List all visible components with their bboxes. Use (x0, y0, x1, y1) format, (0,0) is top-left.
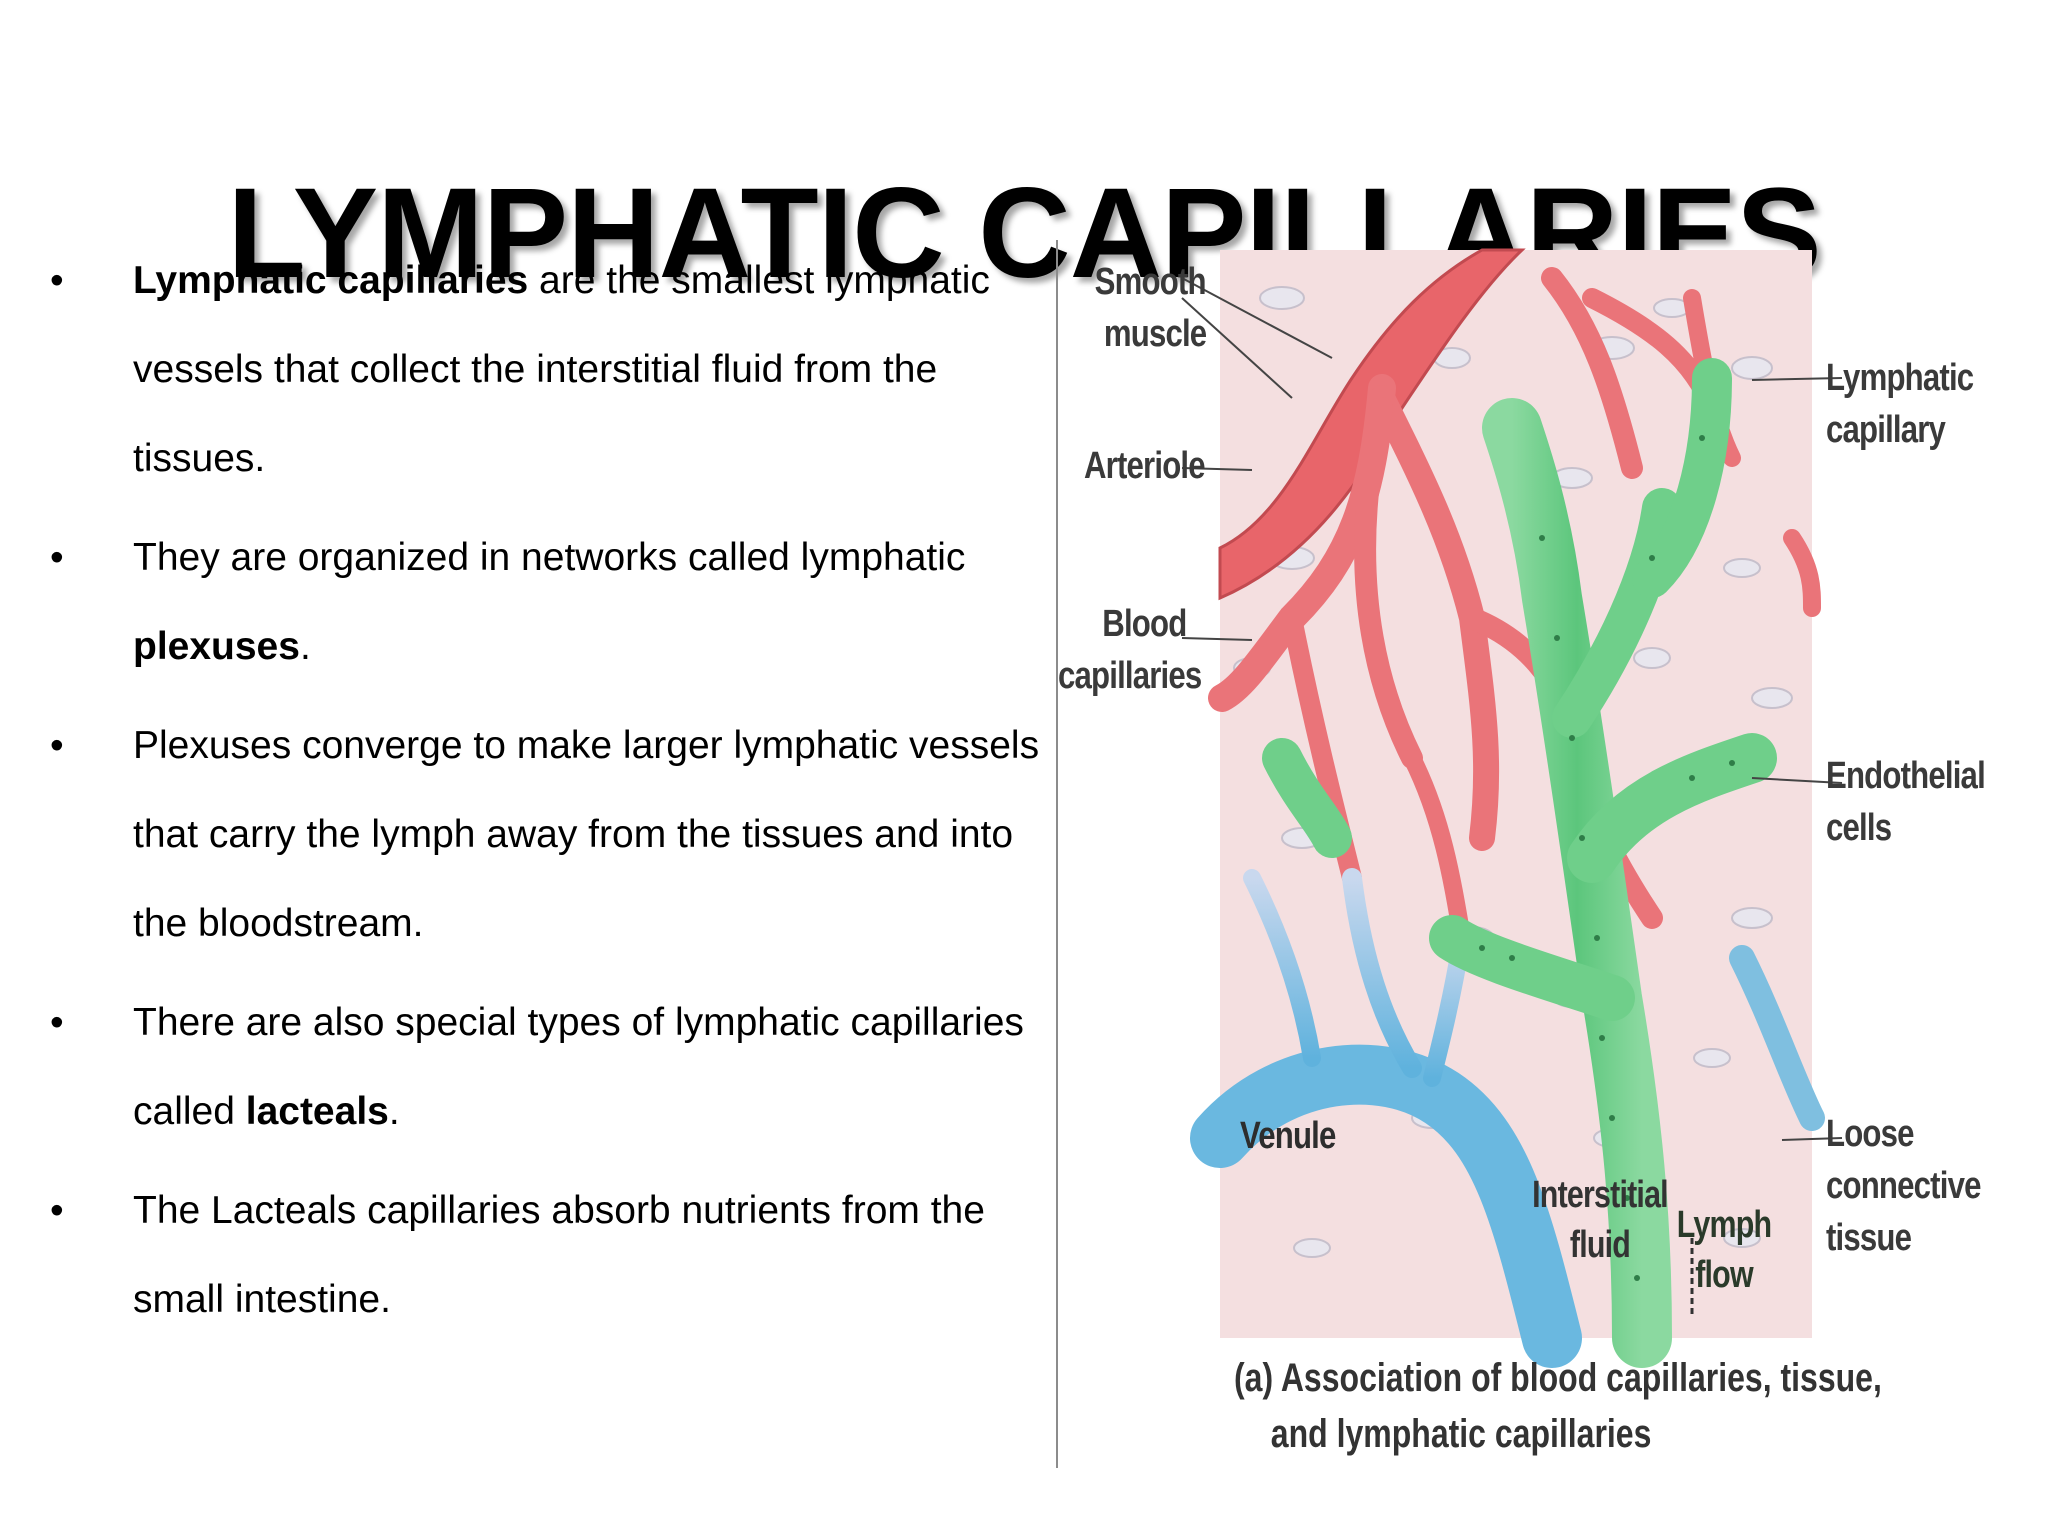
bullet-marker: • (50, 1001, 64, 1044)
bullet-item: • Plexuses converge to make larger lymph… (50, 701, 1040, 968)
label-line: Lymphatic (1826, 357, 1974, 399)
label-line: Endothelial (1826, 755, 1986, 797)
bullet-text: . (388, 1090, 400, 1133)
bullet-text: The Lacteals capillaries absorb nutrient… (133, 1189, 985, 1321)
bullet-marker: • (50, 1189, 64, 1232)
label-line: Arteriole (1084, 445, 1206, 487)
bullet-marker: • (50, 259, 64, 302)
bullet-text: are the smallest lymphatic vessels that … (133, 259, 990, 480)
bullet-marker: • (50, 724, 64, 767)
caption-line: (a) Association of blood capillaries, ti… (1234, 1356, 1882, 1400)
label-line: flow (1695, 1254, 1753, 1296)
label-line: muscle (1103, 313, 1207, 355)
label-leader-lines (1181, 277, 1843, 1141)
bullet-item: • Lymphatic capillaries are the smallest… (50, 236, 1040, 503)
bullet-text: Plexuses converge to make larger lymphat… (133, 724, 1040, 945)
label-interstitial-fluid: Interstitial fluid (1520, 1170, 1680, 1270)
label-smooth-muscle: Smooth muscle (1094, 256, 1208, 360)
figure-caption: (a) Association of blood capillaries, ti… (1234, 1350, 1882, 1462)
label-endothelial-cells: Endothelial cells (1826, 750, 1986, 854)
label-line: Blood (1102, 603, 1187, 645)
label-blood-capillaries: Blood capillaries (1058, 598, 1202, 702)
bullet-text: There are also special types of lymphati… (133, 1001, 1024, 1133)
label-venule: Venule (1240, 1110, 1336, 1162)
lymphatic-capillary-vessel (1262, 358, 1777, 1368)
label-loose-connective-tissue: Loose connective tissue (1826, 1108, 1981, 1264)
label-line: cells (1826, 807, 1892, 849)
label-line: fluid (1569, 1224, 1631, 1266)
bullet-bold-text: Lymphatic capillaries (133, 259, 529, 302)
lymphatic-diagram-illustration (1056, 240, 1843, 1468)
bullet-item: • The Lacteals capillaries absorb nutrie… (50, 1166, 1040, 1344)
label-line: connective (1826, 1165, 1981, 1207)
bullet-bold-text: plexuses (133, 625, 300, 668)
label-line: capillaries (1058, 655, 1202, 697)
label-line: Venule (1240, 1115, 1336, 1157)
label-line: Smooth (1094, 261, 1207, 303)
label-line: Loose (1826, 1113, 1914, 1155)
bullet-list: • Lymphatic capillaries are the smallest… (50, 236, 1040, 1354)
label-arteriole: Arteriole (1084, 440, 1206, 492)
bullet-bold-text: lacteals (245, 1090, 389, 1133)
label-line: capillary (1826, 409, 1946, 451)
endothelial-dots (1479, 435, 1735, 1281)
bullet-item: • They are organized in networks called … (50, 513, 1040, 691)
bullet-marker: • (50, 536, 64, 579)
label-lymphatic-capillary: Lymphatic capillary (1826, 352, 1974, 456)
label-line: Lymph (1676, 1204, 1772, 1246)
label-line: Interstitial (1532, 1174, 1668, 1216)
bullet-item: • There are also special types of lympha… (50, 978, 1040, 1156)
label-line: tissue (1826, 1217, 1912, 1259)
caption-line: and lymphatic capillaries (1270, 1412, 1652, 1456)
label-lymph-flow: Lymph flow (1676, 1200, 1772, 1300)
bullet-text: They are organized in networks called ly… (133, 536, 966, 579)
bullet-text: . (299, 625, 311, 668)
